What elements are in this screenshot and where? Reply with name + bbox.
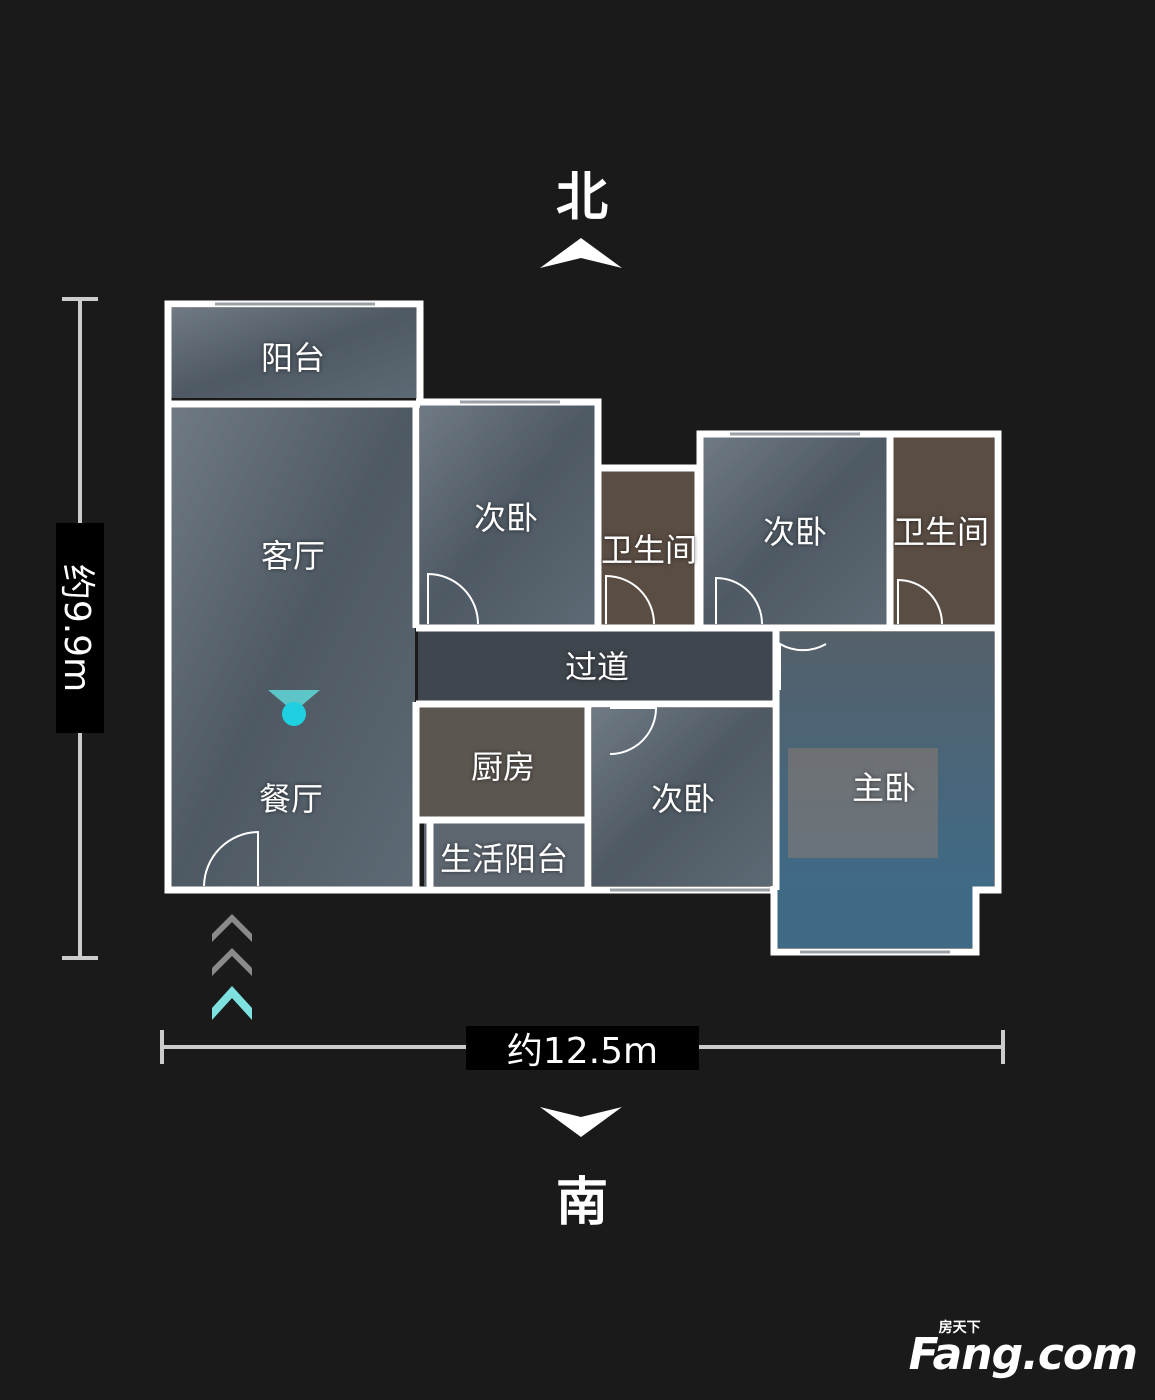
doors [203, 572, 943, 887]
utility-balcony-floor [424, 822, 586, 886]
living-dining-floor [170, 404, 415, 888]
room-label-utility-balcony: 生活阳台 [439, 840, 569, 878]
room-label-kitchen: 厨房 [470, 748, 536, 786]
room-label-master-bedroom: 主卧 [851, 769, 917, 807]
north-arrow-icon [540, 238, 622, 268]
bathroom-b-floor [892, 437, 994, 627]
bedroom-2c-floor [592, 708, 772, 886]
room-label-bedroom-2a: 次卧 [473, 499, 539, 537]
watermark-brand-cn: 房天下 [938, 1320, 981, 1336]
room-label-balcony: 阳台 [260, 339, 326, 377]
kitchen-floor [418, 706, 586, 818]
corridor-floor [418, 630, 774, 702]
room-label-bathroom-b: 卫生间 [892, 513, 990, 551]
south-label: 南 [555, 1173, 608, 1233]
master-bed [788, 748, 938, 858]
height-dimension-text: 约9.9m [56, 563, 98, 693]
room-label-bedroom-2b: 次卧 [762, 513, 828, 551]
width-dimension-label: 约12.5m [466, 1026, 699, 1072]
entrance-arrows-icon [212, 914, 252, 1020]
room-label-corridor: 过道 [564, 648, 630, 686]
height-dimension-label: 约9.9m [56, 523, 104, 733]
watermark-brand: Fang.com [908, 1329, 1138, 1380]
viewpoint-marker-icon [268, 690, 320, 726]
bedroom-2a-floor [420, 405, 596, 625]
master-bay-floor [776, 888, 976, 948]
room-label-living-room: 客厅 [260, 537, 326, 575]
room-label-dining-room: 餐厅 [258, 780, 324, 818]
north-label: 北 [555, 168, 608, 228]
balcony-floor [170, 308, 418, 398]
windows [215, 302, 950, 954]
south-arrow-icon [540, 1107, 622, 1137]
room-label-bedroom-2c: 次卧 [650, 780, 716, 818]
bedroom-2b-floor [702, 437, 887, 627]
watermark-logo: 房天下 Fang.com [908, 1320, 1138, 1380]
room-label-bathroom-a: 卫生间 [600, 531, 698, 569]
